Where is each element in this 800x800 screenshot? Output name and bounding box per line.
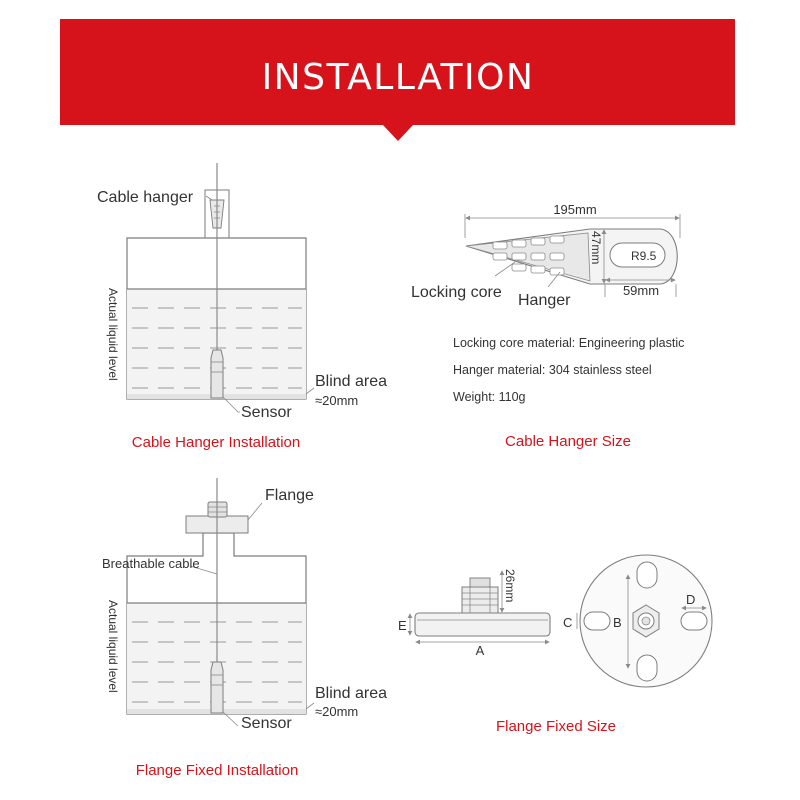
label-blind-area: Blind area — [315, 685, 387, 702]
locking-core — [465, 232, 591, 282]
caption-cable-hanger-installation: Cable Hanger Installation — [132, 434, 300, 451]
hanger-slot — [609, 242, 666, 268]
mount-hole-left — [583, 611, 611, 631]
sensor-body — [210, 661, 224, 714]
spec-weight: Weight: 110g — [453, 390, 526, 404]
label-blind-value: ≈20mm — [315, 393, 358, 408]
caption-flange-fixed-installation: Flange Fixed Installation — [136, 762, 299, 779]
label-flange: Flange — [265, 487, 314, 504]
dim-radius: R9.5 — [631, 249, 657, 263]
mount-hole-right — [680, 611, 708, 631]
header-banner-shape — [60, 19, 735, 141]
caption-cable-hanger-size: Cable Hanger Size — [505, 433, 631, 450]
dim-width: 59mm — [623, 283, 659, 298]
dim-b: B — [613, 615, 622, 630]
panel-cable-hanger-size: 195mm R9.5 47mm 59mm Locking core Hanger… — [411, 202, 684, 450]
dim-flange-height: 26mm — [503, 569, 517, 602]
panel-flange-size: 26mm E A B C D Flange Fixed Size — [398, 554, 713, 735]
mount-hole-bottom — [636, 654, 658, 682]
spec-locking-core-material: Locking core material: Engineering plast… — [453, 336, 684, 350]
label-locking-core: Locking core — [411, 284, 502, 301]
flange-side-gland — [461, 586, 499, 614]
panel-cable-hanger-installation: Cable hanger Actual liquid level Blind a… — [97, 163, 387, 451]
spec-hanger-material: Hanger material: 304 stainless steel — [453, 363, 652, 377]
header-banner: INSTALLATION — [60, 19, 735, 141]
label-sensor: Sensor — [241, 404, 292, 421]
dim-c: C — [563, 615, 572, 630]
dim-d: D — [686, 592, 695, 607]
panel-flange-installation: Flange Breathable cable Actual liquid le… — [102, 478, 387, 779]
label-hanger: Hanger — [518, 292, 571, 309]
mount-hole-top — [636, 561, 658, 589]
caption-flange-fixed-size: Flange Fixed Size — [496, 718, 616, 735]
dim-height: 47mm — [589, 231, 603, 264]
dim-length: 195mm — [553, 202, 596, 217]
label-cable-hanger: Cable hanger — [97, 189, 194, 206]
dim-e: E — [398, 618, 407, 633]
label-actual-liquid-level: Actual liquid level — [106, 288, 120, 381]
header-title: INSTALLATION — [262, 57, 535, 98]
label-actual-liquid-level: Actual liquid level — [106, 600, 120, 693]
dim-a: A — [476, 643, 485, 658]
label-breathable-cable: Breathable cable — [102, 556, 200, 571]
label-blind-value: ≈20mm — [315, 704, 358, 719]
label-blind-area: Blind area — [315, 373, 387, 390]
sensor-body — [210, 349, 224, 399]
locking-core-slots — [492, 235, 565, 276]
label-sensor: Sensor — [241, 715, 292, 732]
flange-side-plate — [414, 612, 551, 637]
